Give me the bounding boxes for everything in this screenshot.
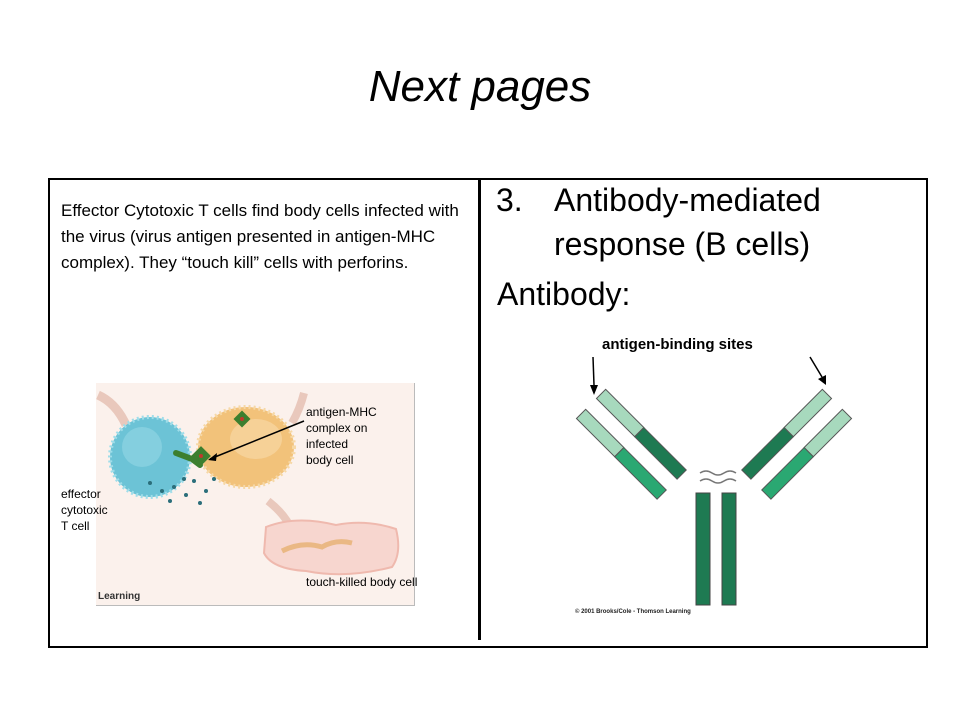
complex-pointer-line bbox=[209, 420, 305, 460]
label-antigen-mhc: antigen-MHC complex on infected body cel… bbox=[306, 405, 377, 467]
antibody-diagram bbox=[575, 356, 853, 606]
slide-title: Next pages bbox=[368, 62, 592, 111]
touch-killed-cell bbox=[262, 519, 400, 576]
t-cell-kill-figure bbox=[96, 383, 415, 606]
right-light-chain bbox=[761, 408, 853, 500]
stem-heavy-chain-left bbox=[695, 492, 711, 606]
killed-cell-debris bbox=[280, 539, 353, 554]
t-cell-highlight bbox=[122, 427, 162, 467]
content-frame bbox=[48, 178, 928, 648]
figure-watermark: Learning bbox=[98, 591, 141, 602]
antigen-dot-top bbox=[240, 417, 244, 421]
label-touch-killed: touch-killed body cell bbox=[306, 575, 418, 589]
left-light-chain bbox=[575, 408, 667, 500]
copyright-notice: © 2001 Brooks/Cole - Thomson Learning bbox=[575, 609, 691, 615]
right-heavy-chain bbox=[741, 388, 833, 480]
binding-arrow-right-head bbox=[818, 375, 826, 385]
t-cell-kill-illustration bbox=[96, 390, 400, 576]
t-cell-description: Effector Cytotoxic T cells find body cel… bbox=[61, 201, 459, 272]
binding-arrow-left-head bbox=[590, 385, 598, 395]
binding-arrow-right bbox=[809, 356, 823, 378]
antibody-heading: Antibody: bbox=[497, 276, 631, 312]
stem-heavy-chain-right bbox=[721, 492, 737, 606]
binding-sites-label: antigen-binding sites bbox=[602, 336, 753, 353]
antigen-dot bbox=[199, 454, 203, 458]
hinge-region bbox=[699, 470, 737, 476]
label-effector-t-cell: effector cytotoxic T cell bbox=[61, 487, 108, 533]
list-text: Antibody-mediated response (B cells) bbox=[554, 182, 821, 262]
hinge-region-lower bbox=[699, 478, 737, 484]
perforin-granules bbox=[148, 477, 216, 505]
left-heavy-chain bbox=[595, 388, 687, 480]
motion-arrow-top bbox=[288, 391, 308, 425]
infected-cell-highlight bbox=[230, 419, 282, 459]
panel-divider bbox=[478, 178, 481, 640]
binding-arrow-left bbox=[592, 356, 595, 386]
motion-arrow-left bbox=[96, 390, 131, 427]
complex-pointer-head bbox=[208, 453, 217, 461]
list-item-antibody-response: 3. Antibody-mediated response (B cells) bbox=[496, 178, 916, 266]
list-number: 3. bbox=[496, 182, 523, 218]
